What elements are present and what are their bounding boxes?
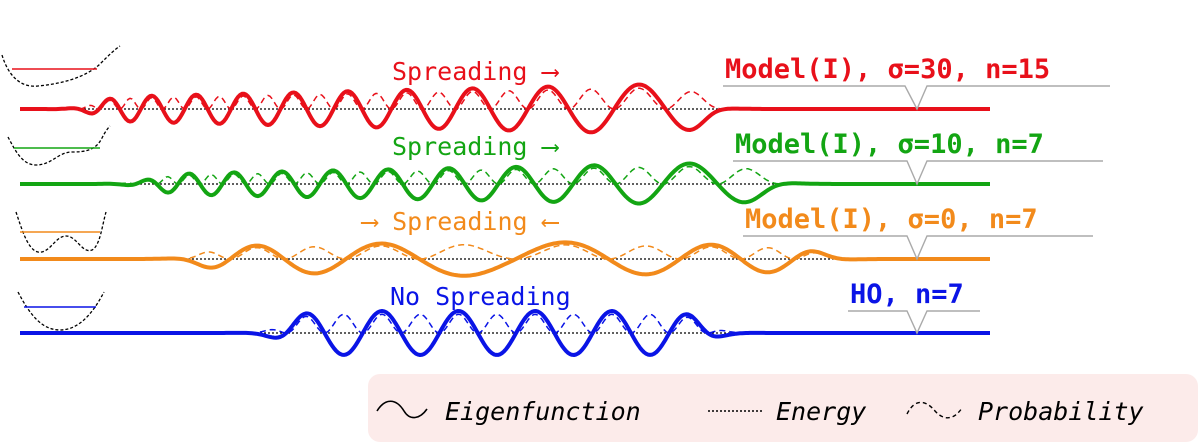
spreading-label-orange: ⟶ Spreading ⟵	[360, 207, 560, 236]
model-label-blue: HO, n=7	[850, 279, 964, 310]
potential-green	[7, 125, 111, 166]
potential-orange	[15, 211, 107, 253]
row-red: Spreading ⟶ Model(I), σ=30, n=15	[1, 45, 1110, 135]
legend-energy-label: Energy	[776, 397, 866, 426]
callout-line-orange	[743, 235, 1093, 261]
model-label-green: Model(I), σ=10, n=7	[735, 129, 1044, 160]
eigenfunction-legend-icon	[376, 400, 428, 419]
eigenfunction-orange	[20, 240, 990, 278]
row-green: Spreading ⟶ Model(I), σ=10, n=7	[7, 125, 1103, 206]
row-orange: ⟶ Spreading ⟵ Model(I), σ=0, n=7	[15, 204, 1093, 278]
potential-red	[1, 45, 121, 87]
potential-blue	[17, 291, 105, 331]
eigenfunction-green	[20, 161, 990, 206]
eigenfunction-red	[20, 82, 990, 135]
spreading-label-blue: No Spreading	[390, 282, 571, 311]
probability-red	[20, 87, 990, 110]
model-label-red: Model(I), σ=30, n=15	[725, 54, 1050, 85]
legend-probability-label: Probability	[978, 397, 1144, 426]
legend-box	[368, 374, 1198, 442]
spreading-label-green: Spreading ⟶	[392, 132, 560, 161]
spreading-label-red: Spreading ⟶	[392, 57, 560, 86]
eigenfunction-blue	[20, 309, 990, 357]
probability-legend-icon	[906, 401, 963, 419]
legend: Eigenfunction Energy Probability	[368, 374, 1198, 442]
callout-line-green	[733, 160, 1103, 186]
legend-eigenfunction-label: Eigenfunction	[445, 397, 641, 426]
row-blue: No Spreading HO, n=7	[17, 279, 990, 357]
probability-blue	[20, 313, 990, 334]
callout-line-red	[723, 85, 1110, 111]
callout-line-blue	[848, 310, 980, 335]
model-label-orange: Model(I), σ=0, n=7	[745, 204, 1038, 235]
